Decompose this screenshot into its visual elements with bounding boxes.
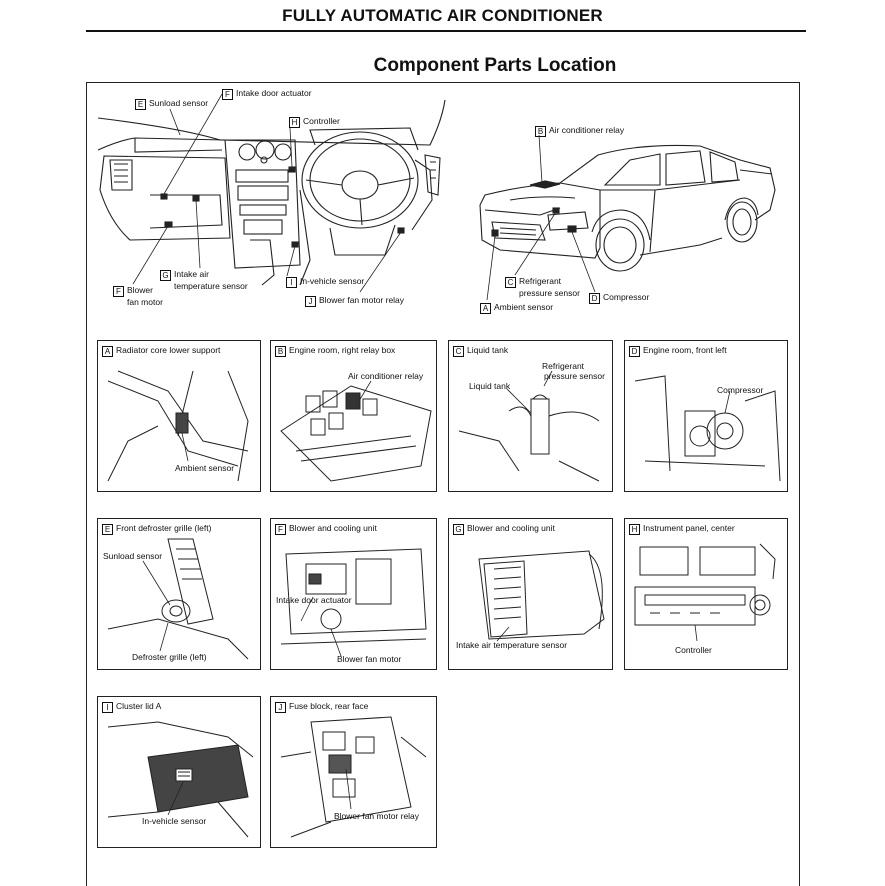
section-title: Component Parts Location [373, 55, 617, 76]
panel-d-label-compressor: Compressor [717, 385, 764, 395]
page-title: FULLY AUTOMATIC AIR CONDITIONER [282, 6, 603, 25]
panel-a-label-ambient-sensor: Ambient sensor [175, 463, 235, 473]
title-rule [86, 30, 806, 32]
panel-f-label-blower-fan-motor: Blower fan motor [337, 654, 402, 664]
panel-i-label-in-vehicle-sensor: In-vehicle sensor [142, 816, 207, 826]
panel-j-label-blower-fan-motor-relay: Blower fan motor relay [334, 811, 420, 821]
panel-c-label-pressure-sensor: pressure sensor [544, 371, 605, 381]
panel-c-label-refrigerant: Refrigerant [542, 361, 585, 371]
panel-b-label-ac-relay: Air conditioner relay [348, 371, 424, 381]
panel-e-label-defroster-grille: Defroster grille (left) [132, 652, 207, 662]
panel-g-label-intake-air-temp-sensor: Intake air temperature sensor [456, 640, 568, 650]
panel-c-label-liquid-tank: Liquid tank [469, 381, 511, 391]
panel-f-label-intake-door-actuator: Intake door actuator [276, 595, 352, 605]
panel-h-label-controller: Controller [675, 645, 712, 655]
diagram-frame [86, 82, 800, 886]
panel-e-label-sunload-sensor: Sunload sensor [103, 551, 163, 561]
